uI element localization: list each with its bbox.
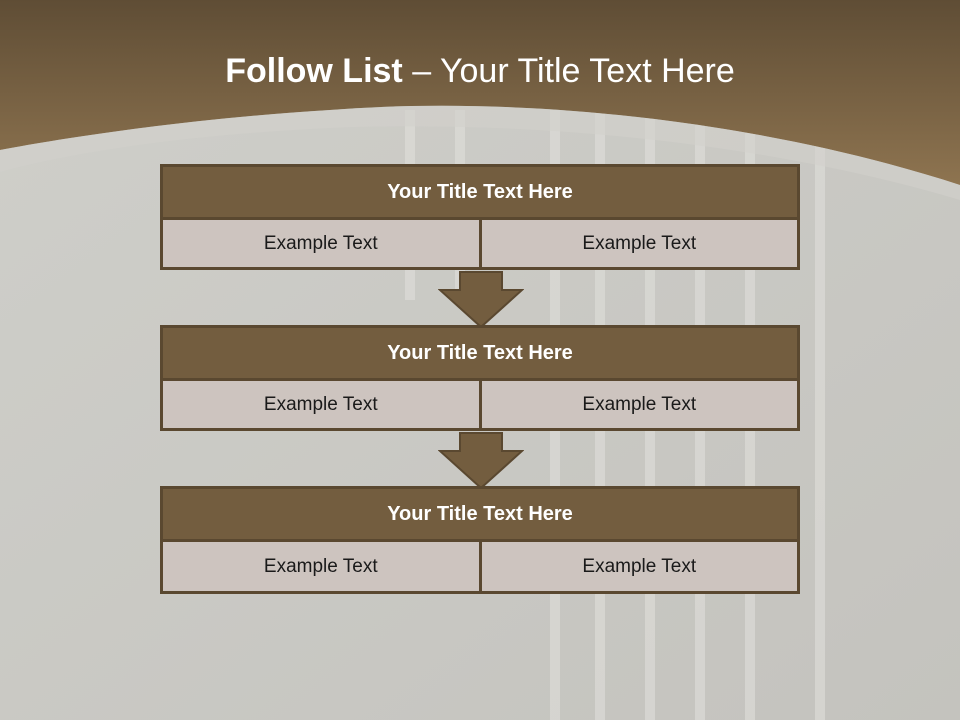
step-cell-left: Example Text [160, 220, 482, 270]
step-row: Example Text Example Text [160, 542, 800, 594]
step-block-1: Your Title Text Here Example Text Exampl… [160, 164, 800, 270]
step-block-2: Your Title Text Here Example Text Exampl… [160, 325, 800, 431]
step-cell-left: Example Text [160, 542, 482, 594]
step-title: Your Title Text Here [160, 486, 800, 542]
step-cell-right: Example Text [481, 542, 800, 594]
step-title: Your Title Text Here [160, 164, 800, 220]
step-row: Example Text Example Text [160, 381, 800, 431]
down-arrow-icon [438, 271, 524, 329]
step-row: Example Text Example Text [160, 220, 800, 270]
step-title: Your Title Text Here [160, 325, 800, 381]
slide-title: Follow List – Your Title Text Here [0, 52, 960, 91]
slide-title-bold: Follow List [225, 52, 403, 90]
step-cell-right: Example Text [481, 220, 800, 270]
step-cell-right: Example Text [481, 381, 800, 431]
down-arrow-icon [438, 432, 524, 490]
slide-title-rest: – Your Title Text Here [402, 52, 735, 90]
step-block-3: Your Title Text Here Example Text Exampl… [160, 486, 800, 594]
step-cell-left: Example Text [160, 381, 482, 431]
